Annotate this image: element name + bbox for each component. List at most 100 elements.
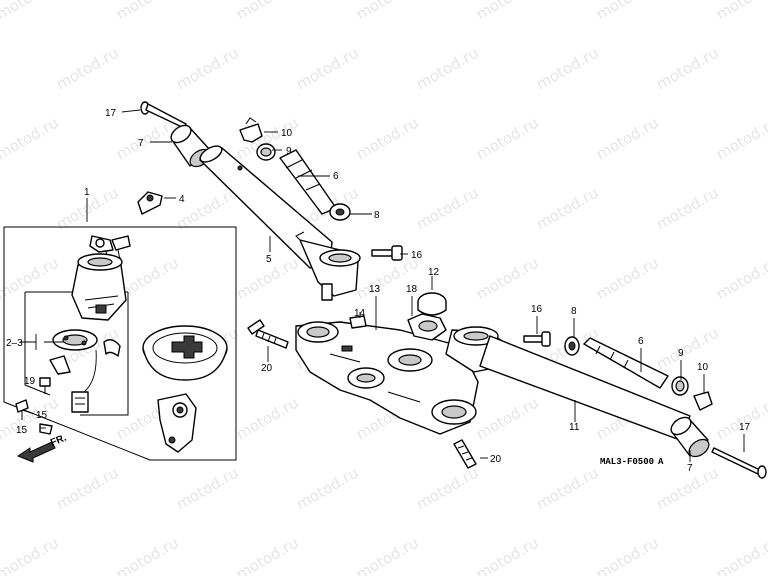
watermark-text: motod.ru: [353, 533, 422, 576]
watermark-text: motod.ru: [533, 183, 602, 233]
watermark-text: motod.ru: [0, 0, 62, 23]
watermark-text: motod.ru: [173, 43, 242, 93]
callout-10-right: 10: [697, 362, 709, 373]
watermark-text: motod.ru: [653, 323, 722, 373]
callout-15-lower: 15: [16, 425, 28, 436]
callout-20-left: 20: [261, 363, 273, 374]
bolt-20-right: [453, 439, 477, 469]
watermark-text: motod.ru: [533, 43, 602, 93]
contact-plate: [49, 329, 121, 375]
clip-10-right: [693, 391, 713, 411]
watermark-text: motod.ru: [0, 253, 62, 303]
watermark-text: motod.ru: [713, 0, 768, 23]
key-blank-4: [137, 191, 163, 215]
watermark-text: motod.ru: [0, 463, 2, 513]
watermark-text: motod.ru: [53, 43, 122, 93]
watermark-text: motod.ru: [713, 393, 768, 443]
callout-16-right: 16: [531, 304, 543, 315]
callout-4: 4: [179, 194, 185, 205]
top-bridge-13: [295, 321, 479, 435]
collar-9-right: [671, 376, 689, 396]
watermark-text: motod.ru: [0, 533, 62, 576]
wire-harness: [71, 349, 97, 413]
callout-8-upper: 8: [374, 210, 380, 221]
screw-19: [39, 377, 51, 394]
callout-12: 12: [428, 267, 440, 278]
handlebar-clamp-left: [295, 231, 361, 301]
callout-17-right: 17: [739, 422, 751, 433]
callout-8-right: 8: [571, 306, 577, 317]
callout-15-upper: 15: [36, 410, 48, 421]
stem-cap-12: [417, 292, 447, 316]
callout-17-left: 17: [105, 108, 117, 119]
callout-16-upper: 16: [411, 250, 423, 261]
watermark-text: motod.ru: [713, 253, 768, 303]
callout-labels: 17 7 1 4 10 9 6 8 5 16 12 13 14 18 20 20…: [6, 108, 751, 474]
bolt-16-upper: [371, 245, 403, 261]
leader-lines: [20, 109, 745, 462]
watermark-text: motod.ru: [293, 43, 362, 93]
callout-9-right: 9: [678, 348, 684, 359]
bolt-17-right: [711, 447, 767, 479]
watermark-text: motod.ru: [593, 253, 662, 303]
assembly-frame: [3, 226, 237, 461]
left-handlebar: [140, 101, 361, 301]
collar-9-upper: [256, 143, 276, 161]
clip-10-upper: [239, 117, 263, 143]
watermark-text: motod.ru: [473, 113, 542, 163]
callout-18: 18: [406, 284, 418, 295]
callout-7-right: 7: [687, 463, 693, 474]
watermark-text: motod.ru: [233, 393, 302, 443]
watermark-text: motod.ru: [713, 533, 768, 576]
weight-rod-6-right: [583, 337, 669, 389]
watermark-text: motod.ru: [413, 43, 482, 93]
callout-14: 14: [354, 308, 366, 319]
ignition-switch-body: [71, 253, 127, 321]
watermark-text: motod.ru: [473, 0, 542, 23]
switch-mount-bracket: [157, 393, 197, 453]
callout-11: 11: [569, 422, 580, 433]
ignition-switch-assembly: [3, 226, 237, 461]
watermark-text: motod.ru: [533, 463, 602, 513]
watermark-text: motod.ru: [713, 113, 768, 163]
watermark-text: motod.ru: [413, 463, 482, 513]
watermark-text: motod.ru: [593, 113, 662, 163]
watermark-text: motod.ru: [113, 533, 182, 576]
clip-14: [349, 315, 367, 329]
watermark-text: motod.ru: [0, 183, 2, 233]
callout-7-left: 7: [138, 138, 144, 149]
watermark-text: motod.ru: [293, 463, 362, 513]
bolt-20-left: [247, 319, 289, 349]
ignition-cover-cap: [142, 325, 228, 381]
watermark-text: motod.ru: [353, 0, 422, 23]
watermark-text: motod.ru: [593, 0, 662, 23]
watermark-text: motod.ru: [0, 393, 62, 443]
callout-19: 19: [24, 376, 36, 387]
nut-8-right: [564, 336, 580, 356]
callout-2-3: 2–3: [6, 338, 23, 349]
watermark-text: motod.ru: [653, 43, 722, 93]
screw-15-upper: [15, 399, 29, 420]
stem-nut-18: [407, 313, 447, 341]
bar-end-weight-7-right: [670, 416, 710, 458]
callout-13: 13: [369, 284, 381, 295]
diagram-code: MAL3-F0500 A: [600, 457, 664, 467]
watermark-text: motod.ru: [353, 113, 422, 163]
watermark-text: motod.ru: [0, 323, 2, 373]
watermark-text: motod.ru: [113, 0, 182, 23]
callout-1: 1: [84, 187, 90, 198]
watermark-text: motod.ru: [53, 463, 122, 513]
ignition-keys: [89, 235, 131, 263]
diagram-code-text: MAL3-F0500: [600, 457, 654, 467]
bolt-16-right: [523, 331, 551, 347]
watermark-text: motod.ru: [473, 393, 542, 443]
watermark-text: motod.ru: [413, 183, 482, 233]
bolt-17-left: [140, 101, 187, 129]
watermark-text: motod.ru: [233, 533, 302, 576]
watermark-text: motod.ru: [233, 0, 302, 23]
watermark-text: motod.ru: [0, 43, 2, 93]
callout-20-right: 20: [490, 454, 502, 465]
watermark-text: motod.ru: [173, 463, 242, 513]
